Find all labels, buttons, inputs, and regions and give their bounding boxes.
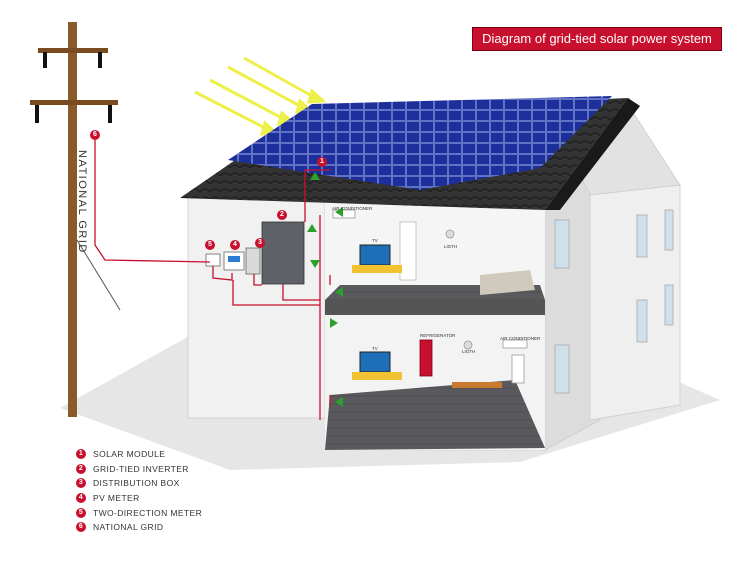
legend-item: 6 NATIONAL GRID xyxy=(76,520,316,535)
label-light-lower: LIGTH xyxy=(462,349,476,354)
legend-number-badge: 2 xyxy=(76,463,86,474)
interior-cutaway xyxy=(325,198,545,450)
roof xyxy=(180,96,640,210)
meter-icon xyxy=(205,253,221,267)
diagram-title: Diagram of grid-tied solar power system xyxy=(482,31,712,46)
callout-2: 2 xyxy=(277,210,287,220)
label-air-conditioner-lower: AIR CONDITIONER xyxy=(500,336,541,341)
legend-item: 4 PV METER xyxy=(76,491,316,506)
callout-5: 5 xyxy=(205,240,215,250)
callout-4: 4 xyxy=(230,240,240,250)
legend-item: 5 TWO-DIRECTION METER xyxy=(76,505,316,520)
label-air-conditioner-upper: AIR CONDITIONER xyxy=(332,206,373,211)
title-banner: Diagram of grid-tied solar power system xyxy=(472,27,722,51)
callout-3: 3 xyxy=(255,238,265,248)
legend-label: DISTRIBUTION BOX xyxy=(93,478,180,489)
legend-label: PV METER xyxy=(93,493,140,504)
label-tv-upper: TV xyxy=(372,238,378,243)
legend-number-badge: 4 xyxy=(76,493,86,504)
label-tv-lower: TV xyxy=(372,346,378,351)
callout-6: 6 xyxy=(90,130,100,140)
legend-item: 3 DISTRIBUTION BOX xyxy=(76,476,316,491)
legend: 1 SOLAR MODULE 2 GRID-TIED INVERTER 3 DISTR… xyxy=(76,447,316,535)
label-light-upper: LIGTH xyxy=(444,244,458,249)
callout-1: 1 xyxy=(317,157,327,167)
wiring xyxy=(94,140,331,420)
legend-label: TWO-DIRECTION METER xyxy=(93,507,203,518)
legend-number-badge: 6 xyxy=(76,522,86,533)
utility-pole xyxy=(30,22,121,417)
legend-label: NATIONAL GRID xyxy=(93,522,164,533)
legend-item: 1 SOLAR MODULE xyxy=(76,447,316,462)
legend-label: GRID-TIED INVERTER xyxy=(93,463,189,474)
national-grid-label: NATIONAL GRID xyxy=(76,150,88,254)
legend-item: 2 GRID-TIED INVERTER xyxy=(76,462,316,477)
power-flow-arrows xyxy=(307,172,343,407)
label-refrigerator: REFRIGERATOR xyxy=(420,333,456,338)
legend-number-badge: 3 xyxy=(76,478,86,489)
legend-number-badge: 1 xyxy=(76,449,86,460)
inverter-icon xyxy=(261,221,305,285)
legend-label: SOLAR MODULE xyxy=(93,449,166,460)
legend-number-badge: 5 xyxy=(76,507,86,518)
equipment xyxy=(205,221,305,285)
